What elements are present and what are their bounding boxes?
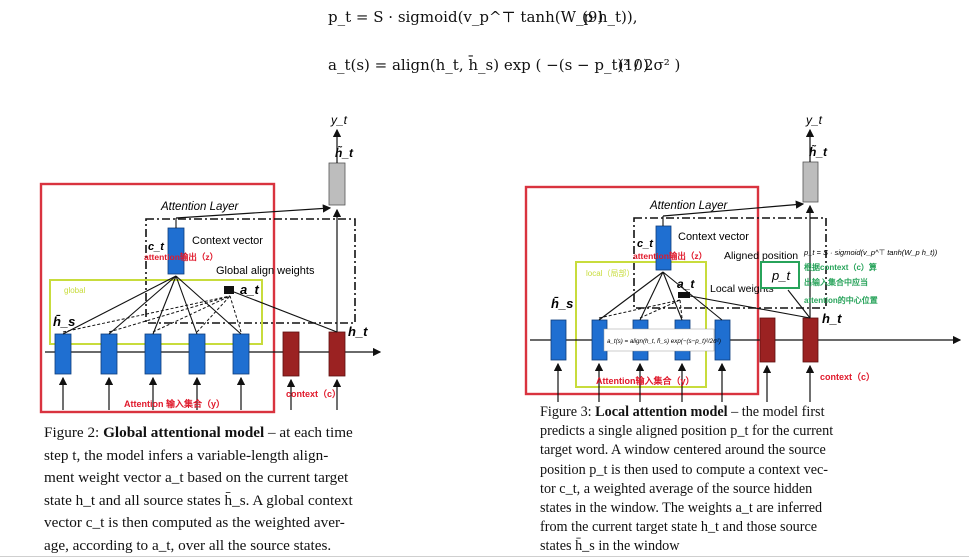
- figure-2-global-attention: Attention Layer global c_t Context vecto…: [39, 113, 382, 414]
- figure-3-caption: Figure 3: Local attention model – the mo…: [540, 403, 865, 557]
- fig3-caption-line: Figure 3: Local attention model – the mo…: [540, 403, 865, 422]
- fig2-caption-line: Figure 2: Global attentional model – at …: [44, 422, 389, 445]
- figure-3-local-attention: Attention Layer local（局部） c_t Context ve…: [524, 113, 962, 402]
- fig3-pt-formula: p_t = S · sigmoid(v_p^⊤ tanh(W_p h_t)): [803, 248, 938, 257]
- fig3-source-state: [550, 319, 567, 361]
- figure-2-caption: Figure 2: Global attentional model – at …: [44, 422, 389, 558]
- fig2-at-label: a_t: [240, 282, 259, 297]
- fig2-red-frame: [39, 182, 276, 414]
- fig3-at-formula: a_t(s) = align(h_t, h̄_s) exp(−(s−p_t)²/…: [607, 338, 721, 345]
- fig3-caption-line: from the current target state h_t and th…: [540, 519, 818, 536]
- fig3-context-cn: context（c）: [820, 372, 875, 382]
- fig2-attention-box: [145, 218, 356, 324]
- fig3-source-state: [714, 319, 731, 361]
- fig3-attention-input-cn: Attention输入集合（y）: [596, 375, 695, 386]
- fig2-caption-line: step t, the model infers a variable-leng…: [44, 446, 329, 464]
- fig3-caption-line: states h̄_s in the window: [540, 538, 680, 555]
- fig2-attention-layer-label: Attention Layer: [160, 201, 240, 213]
- fig3-aligned-position-label: Aligned position: [724, 250, 798, 262]
- fig2-caption-line: vector c_t is then computed as the weigh…: [44, 514, 345, 532]
- fig3-note-line-2: attention的中心位置: [804, 295, 878, 305]
- fig2-ct-label: c_t: [148, 241, 165, 253]
- fig3-local-weights-label: Local weights: [710, 283, 774, 295]
- fig3-local-label: local（局部）: [586, 268, 634, 278]
- fig3-caption-line: tor c_t, a weighted average of the sourc…: [540, 480, 813, 497]
- fig3-caption-line-0: – the model first: [731, 404, 825, 420]
- fig2-source-states: [54, 333, 250, 375]
- fig2-caption-title: Global attentional model: [103, 424, 265, 441]
- fig3-ct-label: c_t: [637, 238, 654, 250]
- fig2-global-align-label: Global align weights: [216, 265, 315, 277]
- fig3-hs-label: h̄_s: [551, 296, 573, 311]
- fig3-ht-label: h_t: [822, 311, 842, 326]
- fig3-attentional-hidden: [802, 161, 819, 203]
- fig2-align-weights-bar: [224, 286, 234, 294]
- fig3-target-state: [802, 317, 819, 363]
- fig2-caption-label: Figure 2:: [44, 424, 100, 441]
- fig2-attention-input-cn: Attention 输入集合（y）: [124, 398, 225, 409]
- equation-9: p_t = S · sigmoid(v_p^⊤ tanh(W_p h_t)),: [328, 8, 638, 26]
- fig3-local-box: [575, 261, 707, 388]
- fig3-caption-title: Local attention model: [595, 404, 728, 420]
- fig2-source-state: [100, 333, 118, 375]
- equation-9-number: (9): [582, 8, 604, 26]
- fig3-ht-tilde-label: h̃_t: [809, 144, 828, 159]
- fig3-attention-layer-label: Attention Layer: [649, 200, 729, 212]
- fig3-context-vector-label: Context vector: [678, 231, 749, 243]
- fig3-caption-line: predicts a single aligned position p_t f…: [540, 423, 834, 440]
- fig2-caption-line: state h_t and all source states h̄_s. A …: [44, 491, 353, 509]
- fig2-context-cn: context（c）: [286, 389, 341, 399]
- fig3-note-line-1: 出输入集合中应当: [804, 277, 868, 287]
- equation-10-number: (10): [618, 56, 649, 74]
- fig2-source-state: [54, 333, 72, 375]
- fig2-caption-line: age, according to a_t, over all the sour…: [44, 536, 332, 554]
- fig2-attention-output-cn: attention输出（z）: [144, 252, 218, 262]
- fig3-caption-line: states in the window. The weights a_t ar…: [540, 500, 823, 517]
- equation-10-text: a_t(s) = align(h_t, h̄_s) exp ( −(s − p_…: [328, 56, 681, 74]
- equation-10: a_t(s) = align(h_t, h̄_s) exp ( −(s − p_…: [328, 56, 680, 74]
- fig2-global-label: global: [64, 286, 86, 295]
- bottom-rule: [0, 556, 969, 557]
- fig3-attention-output-cn: attention输出（z）: [633, 251, 707, 261]
- fig2-ht-tilde-label: h̃_t: [335, 145, 354, 160]
- fig3-at-label: a_t: [677, 277, 695, 291]
- fig2-caption-line: ment weight vector a_t based on the curr…: [44, 469, 349, 487]
- fig2-ht-label: h_t: [348, 324, 368, 339]
- fig3-pt-label: p_t: [771, 268, 791, 283]
- fig2-target-state-prev: [282, 331, 300, 377]
- fig2-caption-line-0: – at each time: [268, 424, 353, 441]
- fig2-yt-label: y_t: [330, 113, 348, 127]
- fig2-hs-label: h̄_s: [53, 314, 75, 329]
- equation-9-text: p_t = S · sigmoid(v_p^⊤ tanh(W_p h_t)),: [328, 8, 638, 26]
- fig3-note-line-0: 根据context（c）算: [804, 262, 877, 272]
- fig3-caption-line: position p_t is then used to compute a c…: [540, 461, 829, 478]
- fig3-at-formula-box: [603, 328, 715, 352]
- fig2-source-state: [188, 333, 206, 375]
- fig2-source-state: [144, 333, 162, 375]
- fig2-target-state: [328, 331, 346, 377]
- fig3-context-vector: [655, 225, 672, 271]
- fig3-local-weights-bar: [678, 292, 690, 298]
- fig3-note-cn: 根据context（c）算 出输入集合中应当 attention的中心位置: [804, 262, 878, 305]
- fig3-yt-label: y_t: [805, 113, 823, 127]
- fig3-target-state-prev: [759, 317, 776, 363]
- fig3-red-frame: [524, 185, 760, 396]
- fig2-context-vector: [167, 227, 185, 275]
- fig3-caption-label: Figure 3:: [540, 404, 592, 420]
- fig2-source-state: [232, 333, 250, 375]
- fig3-aligned-position-box: [760, 261, 800, 289]
- fig3-caption-line: target word. A window centered around th…: [540, 442, 826, 459]
- fig2-context-vector-label: Context vector: [192, 235, 263, 247]
- fig2-attentional-hidden: [328, 162, 346, 206]
